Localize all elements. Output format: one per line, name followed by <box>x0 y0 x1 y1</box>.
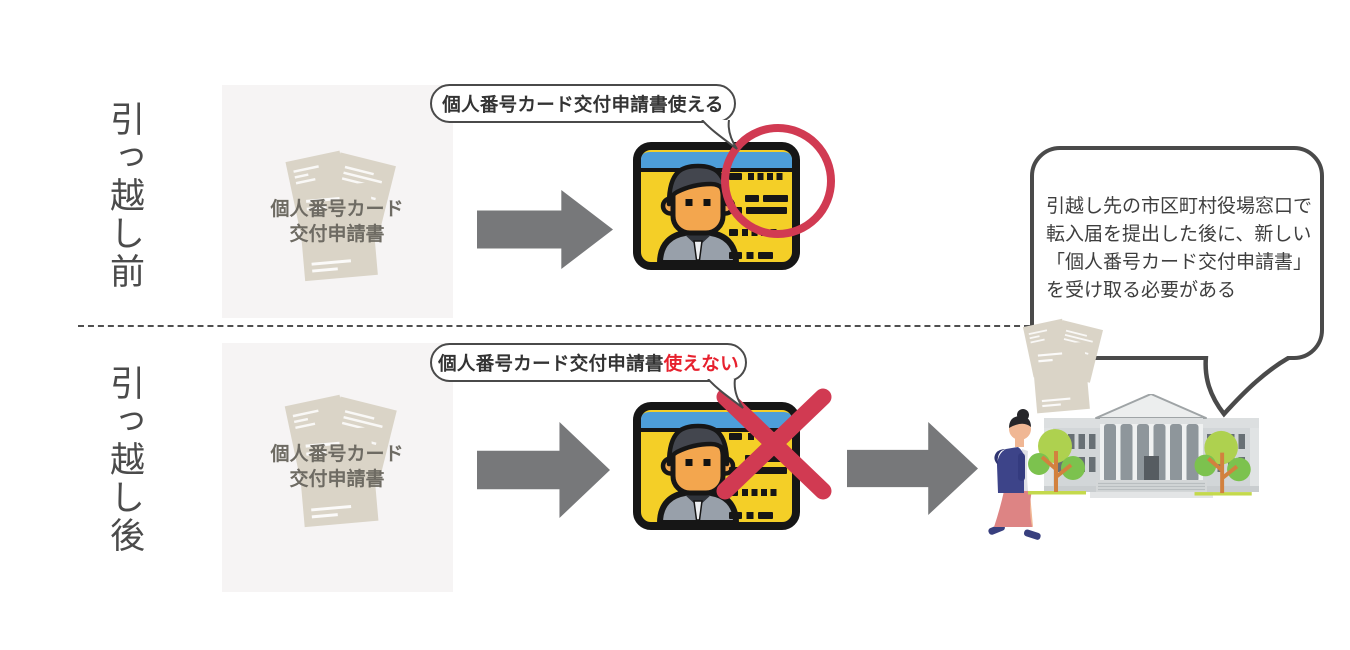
office-bubble-line1: 引越し先の市区町村役場窓口で <box>1046 195 1313 217</box>
speech-bubble-after: 個人番号カード交付申請書使えない <box>430 343 747 382</box>
office-bubble-line4: を受け取る必要がある <box>1046 279 1237 301</box>
office-speech-bubble-text: 引越し先の市区町村役場窓口で 転入届を提出した後に、新しい 「個人番号カード交付… <box>1034 150 1320 304</box>
documents-label-line2: 交付申請書 <box>289 468 385 490</box>
speech-bubble-tail <box>707 379 744 409</box>
dashed-divider-line <box>78 325 1030 327</box>
arrow-right-icon <box>847 422 978 515</box>
documents-label-before: 個人番号カード 交付申請書 <box>237 197 437 247</box>
documents-label-line2: 交付申請書 <box>289 223 385 245</box>
speech-bubble-before: 個人番号カード交付申請書使える <box>430 84 736 123</box>
office-bubble-line2: 転入届を提出した後に、新しい <box>1046 223 1312 245</box>
office-speech-bubble-tail <box>1203 356 1295 418</box>
ng-cross-icon <box>716 388 832 500</box>
arrow-right-icon <box>477 422 610 518</box>
documents-label-line1: 個人番号カード <box>270 198 404 220</box>
office-bubble-line3: 「個人番号カード交付申請書」 <box>1046 251 1313 273</box>
tree-icon <box>1192 425 1272 498</box>
speech-bubble-after-alert-text: 使えない <box>663 353 739 375</box>
ok-circle-icon <box>721 124 835 238</box>
tree-icon <box>1026 423 1106 497</box>
speech-bubble-tail <box>701 120 738 150</box>
documents-label-after: 個人番号カード 交付申請書 <box>237 442 437 492</box>
row-label-after: 引っ越し後 <box>104 365 144 555</box>
documents-label-line1: 個人番号カード <box>270 443 404 465</box>
documents-icon <box>1010 314 1112 414</box>
speech-bubble-after-text: 個人番号カード交付申請書 <box>438 353 664 375</box>
row-label-before: 引っ越し前 <box>104 101 144 291</box>
speech-bubble-before-text: 個人番号カード交付申請書使える <box>442 94 724 116</box>
arrow-right-icon <box>477 190 613 269</box>
